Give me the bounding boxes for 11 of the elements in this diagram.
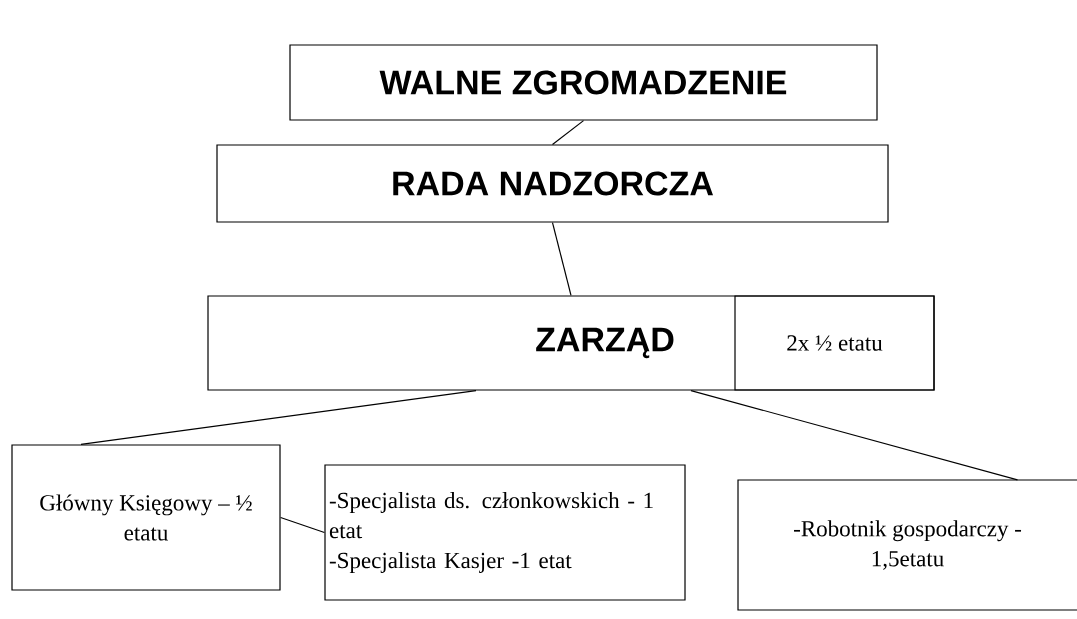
connector-line — [551, 120, 585, 145]
accountant-box: Główny Księgowy – ½ etatu — [11, 444, 281, 591]
connector-line — [80, 390, 477, 445]
workload-cell: 2x ½ etatu — [734, 295, 935, 391]
connector-line — [280, 516, 325, 534]
specialists-box: -Specjalista ds. członkowskich - 1 etat -Specjalista Kasjer -1 etat — [324, 464, 686, 601]
connector-line — [551, 222, 572, 296]
worker-box: -Robotnik gospodarczy - 1,5etatu — [737, 479, 1077, 611]
assembly-box: WALNE ZGROMADZENIE — [289, 44, 878, 121]
council-box: RADA NADZORCZA — [216, 144, 889, 223]
connector-line — [690, 390, 1019, 481]
